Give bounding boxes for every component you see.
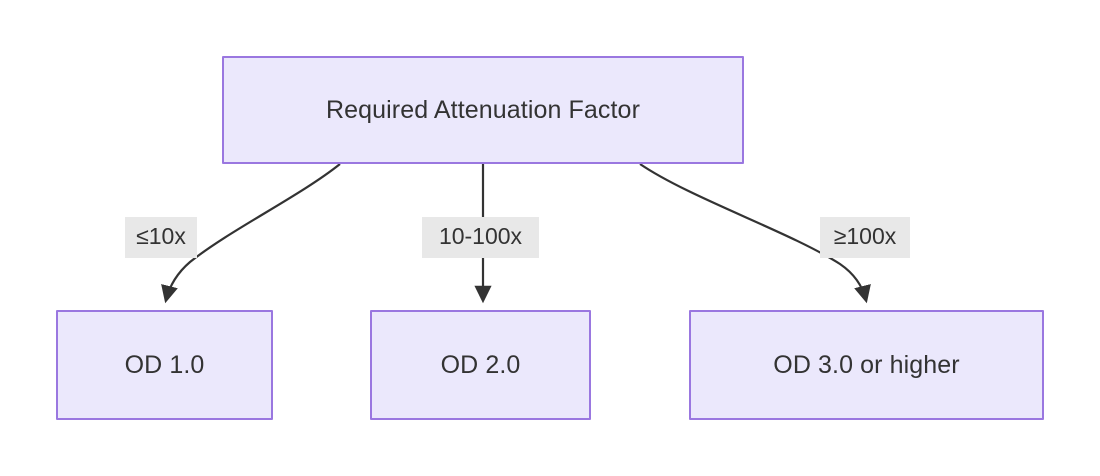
node-od-3-0-or-higher[interactable]: OD 3.0 or higher <box>689 310 1044 420</box>
edge-label-10-100x: 10-100x <box>422 217 539 258</box>
node-label: Required Attenuation Factor <box>325 96 640 124</box>
node-label: OD 3.0 or higher <box>773 351 960 379</box>
node-required-attenuation-factor[interactable]: Required Attenuation Factor <box>222 56 744 164</box>
node-od-1-0[interactable]: OD 1.0 <box>56 310 273 420</box>
edge-label-gte-100x: ≥100x <box>820 217 910 258</box>
node-label: OD 1.0 <box>124 351 205 379</box>
node-label: OD 2.0 <box>440 351 521 379</box>
edge-label-lte-10x: ≤10x <box>125 217 197 258</box>
node-od-2-0[interactable]: OD 2.0 <box>370 310 591 420</box>
